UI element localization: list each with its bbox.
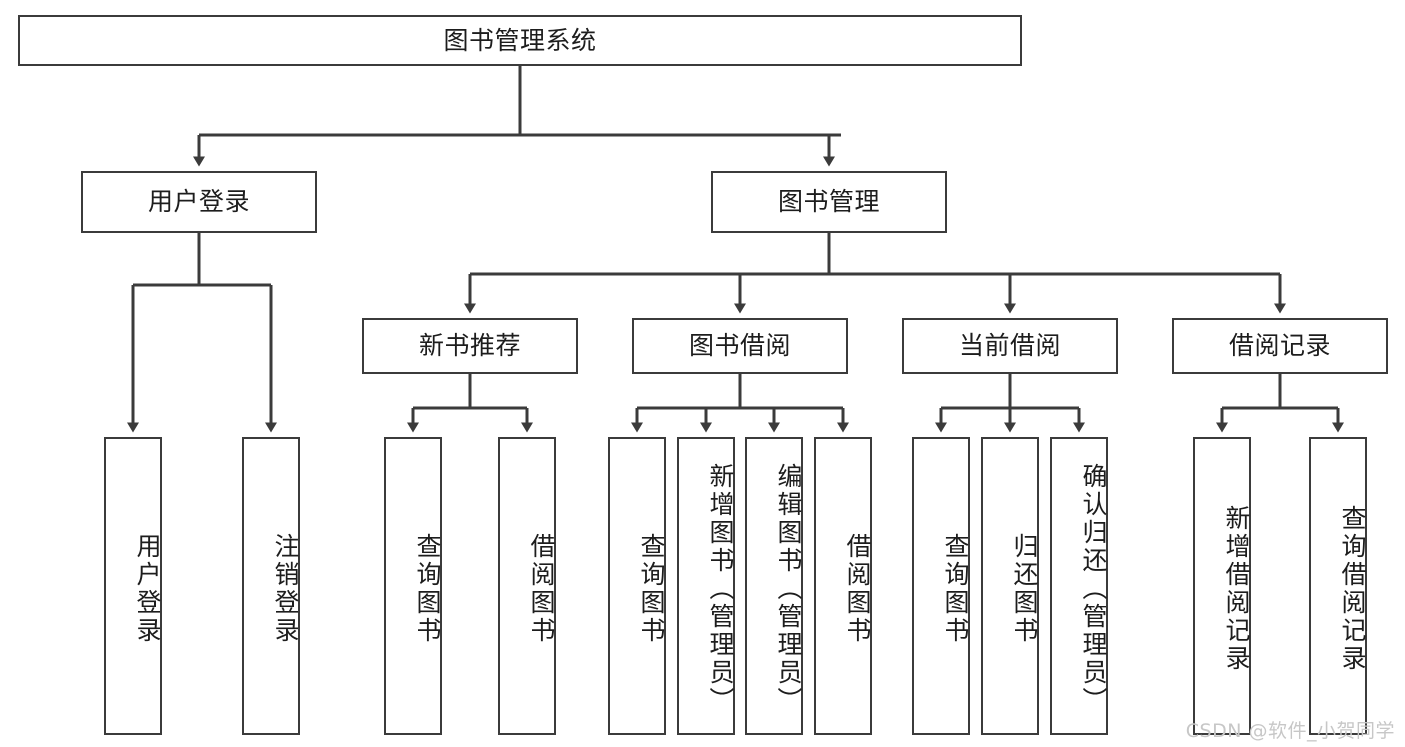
node-leaf-borrow-book-1-label: 借阅图书 [527, 533, 556, 645]
node-borrow-record-label: 借阅记录 [1228, 331, 1331, 361]
node-leaf-edit-book[interactable]: 编辑图书（管理员） [745, 437, 803, 735]
node-leaf-return-book-label: 归还图书 [1010, 533, 1039, 645]
node-leaf-logout[interactable]: 注销登录 [242, 437, 300, 735]
node-book-borrow-label: 图书借阅 [688, 331, 791, 361]
node-leaf-query-record[interactable]: 查询借阅记录 [1309, 437, 1367, 735]
node-leaf-user-login[interactable]: 用户登录 [104, 437, 162, 735]
node-book-manage[interactable]: 图书管理 [711, 171, 947, 233]
node-borrow-record[interactable]: 借阅记录 [1172, 318, 1388, 374]
node-leaf-query-book-2-label: 查询图书 [637, 533, 666, 645]
node-leaf-add-book-label: 新增图书（管理员） [706, 463, 735, 715]
node-leaf-logout-label: 注销登录 [271, 533, 300, 645]
node-leaf-borrow-book-1[interactable]: 借阅图书 [498, 437, 556, 735]
node-leaf-add-record[interactable]: 新增借阅记录 [1193, 437, 1251, 735]
node-current-borrow-label: 当前借阅 [958, 331, 1061, 361]
node-leaf-query-book-2[interactable]: 查询图书 [608, 437, 666, 735]
node-leaf-query-book-1[interactable]: 查询图书 [384, 437, 442, 735]
node-new-book-recommend-label: 新书推荐 [418, 331, 521, 361]
node-leaf-add-book[interactable]: 新增图书（管理员） [677, 437, 735, 735]
node-leaf-query-record-label: 查询借阅记录 [1338, 505, 1367, 673]
node-leaf-borrow-book-2-label: 借阅图书 [843, 533, 872, 645]
node-leaf-confirm-return-label: 确认归还（管理员） [1079, 463, 1108, 715]
node-leaf-confirm-return[interactable]: 确认归还（管理员） [1050, 437, 1108, 735]
watermark-text: CSDN @软件_小贺同学 [1185, 720, 1395, 742]
node-new-book-recommend[interactable]: 新书推荐 [362, 318, 578, 374]
node-user-login[interactable]: 用户登录 [81, 171, 317, 233]
node-user-login-label: 用户登录 [147, 187, 250, 217]
node-leaf-query-book-3-label: 查询图书 [941, 533, 970, 645]
node-book-manage-label: 图书管理 [777, 187, 880, 217]
node-book-borrow[interactable]: 图书借阅 [632, 318, 848, 374]
node-leaf-add-record-label: 新增借阅记录 [1222, 505, 1251, 673]
node-leaf-query-book-3[interactable]: 查询图书 [912, 437, 970, 735]
node-leaf-query-book-1-label: 查询图书 [413, 533, 442, 645]
node-leaf-edit-book-label: 编辑图书（管理员） [774, 463, 803, 715]
node-leaf-user-login-label: 用户登录 [133, 533, 162, 645]
node-leaf-return-book[interactable]: 归还图书 [981, 437, 1039, 735]
node-leaf-borrow-book-2[interactable]: 借阅图书 [814, 437, 872, 735]
node-root-system[interactable]: 图书管理系统 [18, 15, 1022, 66]
node-current-borrow[interactable]: 当前借阅 [902, 318, 1118, 374]
node-root-system-label: 图书管理系统 [443, 25, 597, 55]
